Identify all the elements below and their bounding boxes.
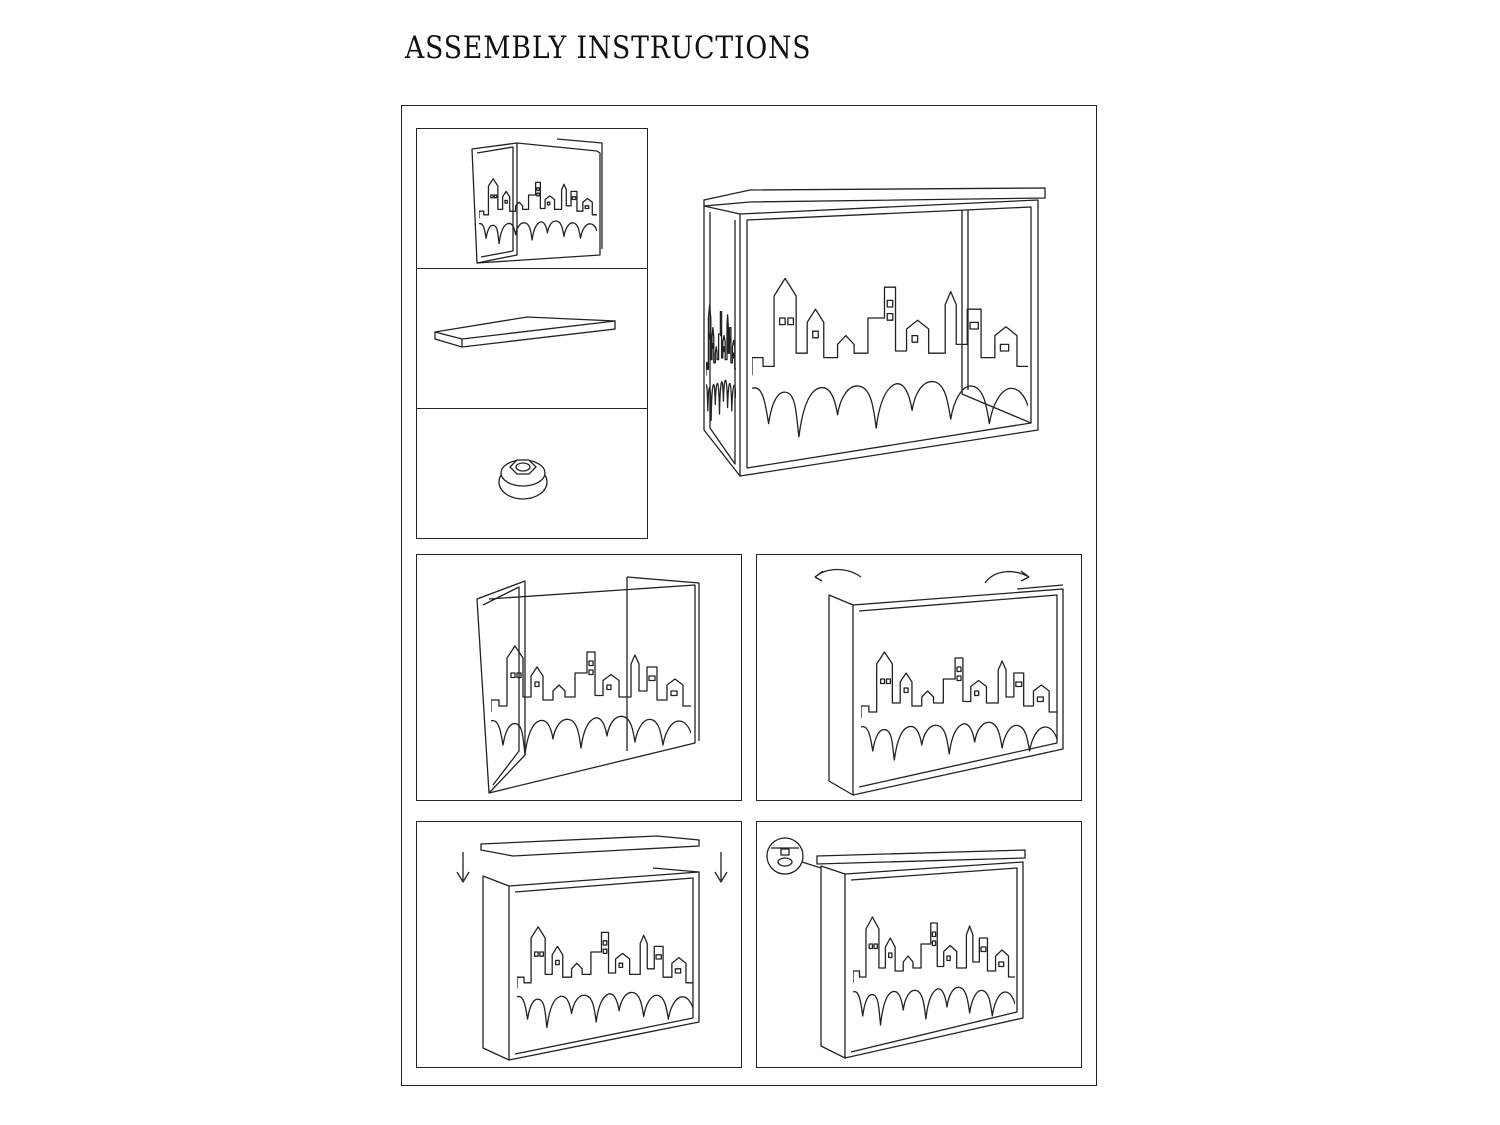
attach-foot-detail-icon xyxy=(757,822,1081,1067)
tabletop-part-icon xyxy=(417,269,647,409)
part-tabletop xyxy=(417,269,647,409)
page-title: ASSEMBLY INSTRUCTIONS xyxy=(405,30,812,66)
step-place-top xyxy=(416,821,742,1068)
leveling-foot-part-icon xyxy=(417,409,647,537)
step-rotate-sides xyxy=(756,554,1082,801)
step-unfold-frame xyxy=(416,554,742,801)
rotate-sides-arrows-icon xyxy=(757,555,1081,800)
part-leveling-foot xyxy=(417,409,647,538)
assembled-table-icon xyxy=(690,180,1060,490)
frame-part-icon xyxy=(417,129,647,269)
step-attach-feet xyxy=(756,821,1082,1068)
unfold-frame-icon xyxy=(417,555,741,800)
instruction-sheet xyxy=(401,105,1097,1086)
parts-list xyxy=(416,128,648,539)
assembled-table-overview xyxy=(690,180,1060,490)
part-frame xyxy=(417,129,647,269)
place-top-down-arrows-icon xyxy=(417,822,741,1067)
